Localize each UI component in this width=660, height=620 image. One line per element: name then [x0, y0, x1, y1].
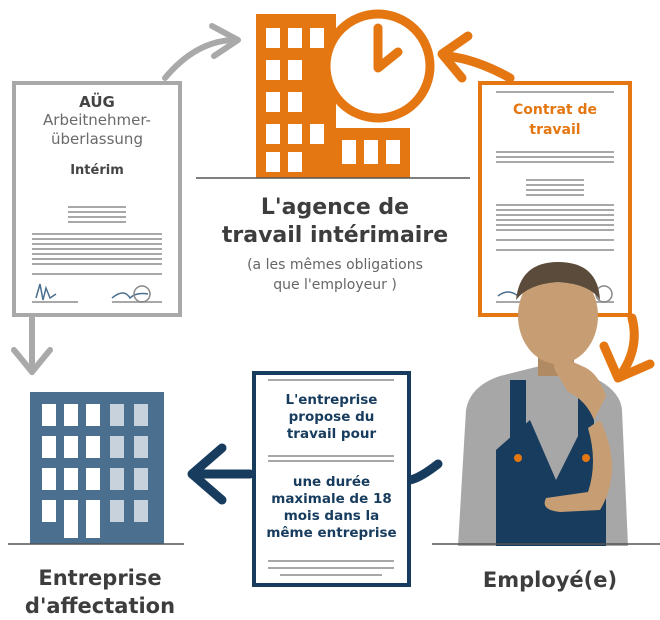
gray-arrow-to-entreprise: [11, 315, 53, 375]
navy-arrow-to-entreprise: [187, 443, 443, 505]
agency-title-line-1: L'agence de: [260, 195, 410, 220]
agency-subtitle-line-2: que l'employeur ): [273, 277, 397, 293]
assignment-document-body: une durée maximale de 18 mois dans la mê…: [254, 474, 409, 542]
signature-icon: [497, 291, 519, 297]
agency-subtitle-line-1: (a les mêmes obligations: [247, 257, 423, 273]
stamp-signature-icon: [111, 292, 149, 300]
contract-document: [478, 81, 632, 317]
orange-arrow-to-employee: [599, 313, 655, 383]
entreprise-label: Entreprise d'affectation: [0, 564, 200, 620]
orange-arrow-to-agency: [437, 31, 515, 83]
aug-title: AÜG: [79, 93, 115, 111]
entreprise-building-icon: [8, 392, 184, 545]
assignment-line-4: une durée: [292, 474, 371, 490]
signature-icon: [35, 283, 57, 301]
assignment-line-2: propose du: [288, 409, 375, 425]
aug-document: [12, 81, 182, 317]
assignment-line-7: même entreprise: [266, 525, 397, 541]
employee-label: Employé(e): [482, 568, 618, 592]
agency-title-line-2: travail intérimaire: [221, 223, 449, 248]
agency-title: L'agence de travail intérimaire: [190, 194, 480, 250]
assignment-line-6: mois dans la: [283, 508, 380, 524]
assignment-document: [252, 371, 411, 587]
assignment-line-3: travail pour: [286, 426, 377, 442]
aug-line-1: Arbeitnehmer-: [43, 111, 151, 129]
entreprise-label-line-1: Entreprise: [38, 566, 162, 590]
contract-title-line-2: travail: [529, 122, 581, 138]
assignment-document-heading: L'entreprise propose du travail pour: [254, 392, 409, 443]
assignment-line-1: L'entreprise: [285, 392, 378, 408]
agency-subtitle: (a les mêmes obligations que l'employeur…: [190, 255, 480, 295]
contract-title-line-1: Contrat de: [513, 102, 597, 118]
entreprise-label-line-2: d'affectation: [24, 594, 176, 618]
aug-subtitle: Intérim: [70, 163, 124, 178]
employee-figure: [432, 262, 660, 546]
contract-title: Contrat de travail: [480, 100, 630, 140]
assignment-line-5: maximale de 18: [271, 491, 392, 507]
agency-building-icon: [196, 9, 470, 179]
aug-line-2: überlassung: [51, 130, 143, 148]
gray-arrow-to-agency: [162, 23, 241, 81]
aug-document-text: AÜG Arbeitnehmer- überlassung Intérim: [14, 83, 180, 178]
